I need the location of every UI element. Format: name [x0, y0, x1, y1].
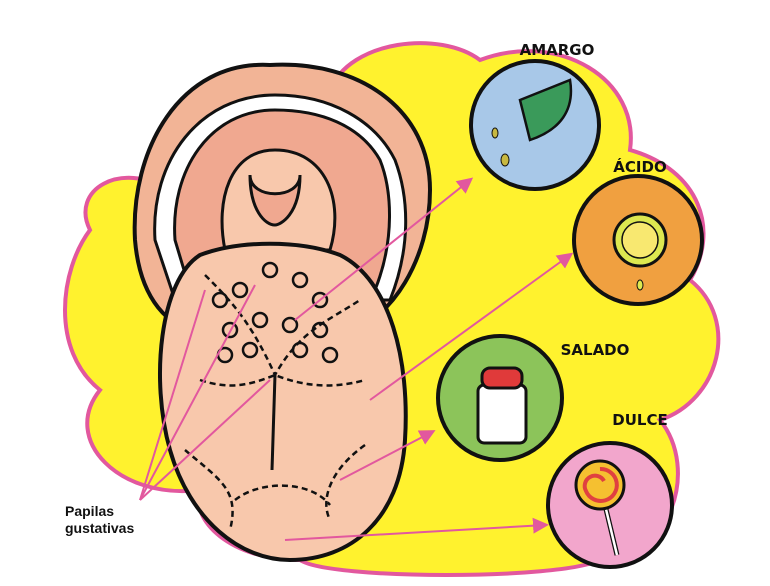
- label-papillae-line1: Papilas: [65, 503, 114, 519]
- arrow-sweet: [284, 517, 549, 541]
- papillae-pointer-2: [139, 284, 256, 501]
- label-papillae-line2: gustativas: [65, 520, 134, 536]
- arrows: [139, 177, 574, 541]
- arrow-sour: [369, 252, 574, 401]
- arrow-bitter: [294, 177, 474, 321]
- arrow-salty: [339, 430, 436, 481]
- sweet-circle: [546, 441, 674, 569]
- label-sweet: DULCE: [612, 411, 667, 429]
- label-salty: SALADO: [561, 341, 630, 359]
- bitter-circle: [469, 59, 601, 191]
- salt-shaker-icon: [476, 383, 528, 445]
- label-bitter: AMARGO: [520, 41, 595, 59]
- leaf-icon: [518, 78, 573, 142]
- papillae-pointer-3: [139, 379, 271, 501]
- papillae-pointer-1: [139, 289, 206, 501]
- salty-circle: [436, 334, 564, 462]
- sour-circle: [572, 174, 704, 306]
- label-sour: ÁCIDO: [613, 157, 666, 176]
- tongue: [158, 241, 408, 563]
